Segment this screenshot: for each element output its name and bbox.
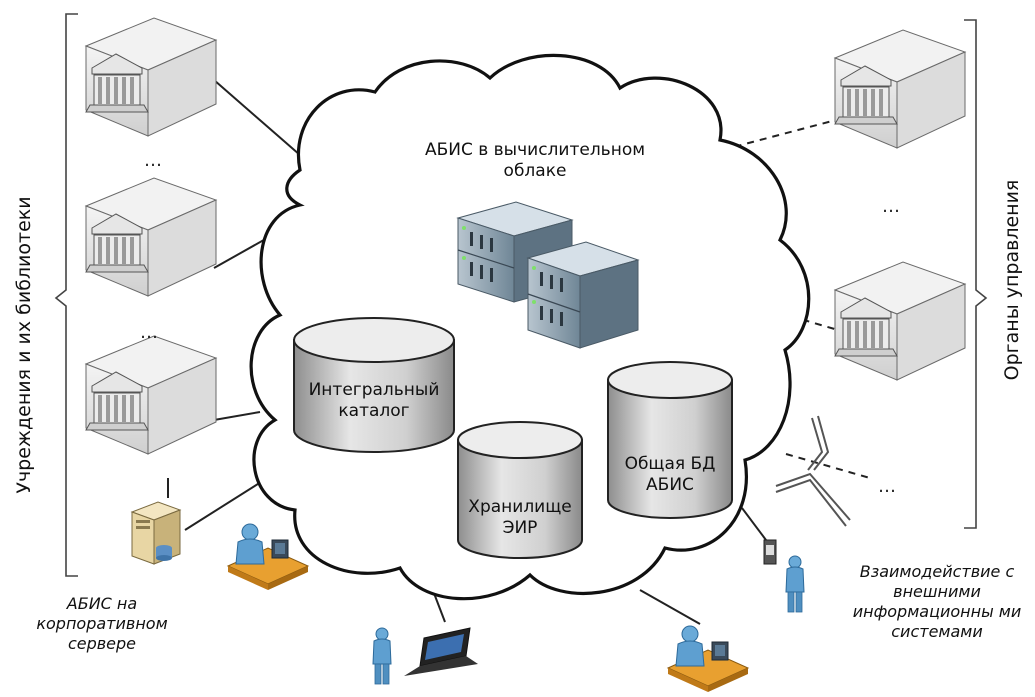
ellipsis-right-2: … bbox=[878, 476, 898, 497]
corporate-server-label: АБИС на корпоративном сервере bbox=[36, 594, 168, 653]
institution-building-3 bbox=[85, 335, 217, 455]
management-building-2 bbox=[834, 261, 966, 381]
desk-user-left bbox=[227, 523, 309, 591]
institution-building-1 bbox=[85, 17, 217, 137]
desk-user-right bbox=[667, 625, 749, 693]
left-group-bracket bbox=[54, 13, 78, 577]
db-cylinder-common-db bbox=[607, 361, 733, 519]
ellipsis-left-1: … bbox=[144, 150, 164, 171]
dash-link-gov-2 bbox=[789, 315, 839, 331]
link-building-3 bbox=[213, 411, 261, 421]
cloud-title: АБИС в вычислительном облаке bbox=[424, 140, 646, 182]
right-group-bracket bbox=[964, 19, 988, 529]
left-group-label: Учреждения и их библиотеки bbox=[13, 196, 35, 494]
db-label-eir-storage: Хранилище ЭИР bbox=[468, 497, 572, 539]
laptop-icon bbox=[404, 627, 478, 676]
external-systems-label: Взаимодействие с внешними информационны … bbox=[852, 562, 1022, 641]
dash-link-gov-1 bbox=[721, 119, 837, 151]
db-label-integral-catalog: Интегральный каталог bbox=[308, 380, 440, 422]
antenna-icon bbox=[775, 415, 851, 527]
institution-building-2 bbox=[85, 177, 217, 297]
dash-link-external bbox=[785, 453, 871, 479]
db-cylinder-eir-storage bbox=[457, 421, 583, 559]
standing-user bbox=[785, 555, 805, 613]
server-cluster-icon bbox=[456, 201, 640, 349]
link-building-1 bbox=[213, 79, 309, 163]
laptop-user bbox=[372, 627, 392, 685]
corporate-server-icon bbox=[130, 501, 182, 565]
ellipsis-left-2: … bbox=[140, 322, 160, 343]
ellipsis-right-1: … bbox=[882, 196, 902, 217]
db-label-common-db: Общая БД АБИС bbox=[624, 454, 716, 496]
link-desk-user-right bbox=[639, 589, 701, 625]
card-reader-icon bbox=[763, 539, 777, 565]
right-group-label: Органы управления bbox=[1001, 179, 1023, 381]
management-building-1 bbox=[834, 29, 966, 149]
db-cylinder-integral-catalog bbox=[293, 317, 455, 453]
